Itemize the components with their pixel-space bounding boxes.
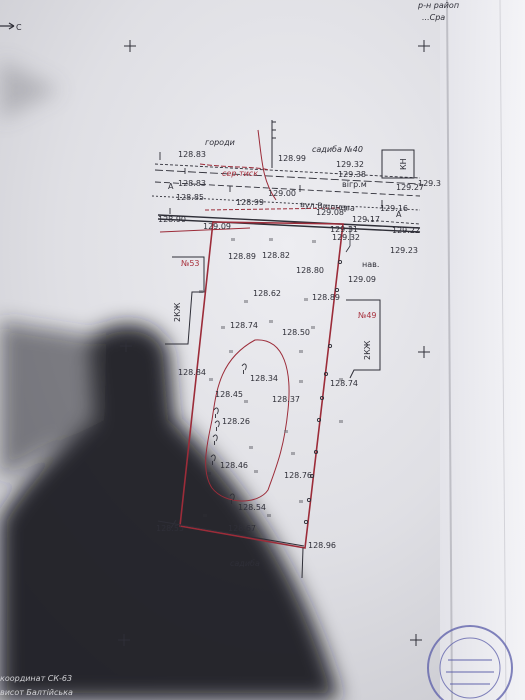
elevation: 129.31	[330, 225, 358, 234]
top-right-sub: ...Сра	[422, 13, 445, 22]
elevation: 129.3	[418, 179, 441, 188]
label-street: вул.Вишнева	[300, 200, 355, 213]
corner-arrow-icon	[0, 22, 15, 30]
elevation: 128.99	[278, 154, 306, 163]
elevation: 128.89	[228, 252, 256, 261]
elevation: 128.96	[308, 541, 336, 550]
footer-line1: координат СК-63	[0, 674, 72, 683]
footer-line2: висот Балтійська	[0, 688, 73, 697]
street-lines	[151, 120, 421, 233]
label-gardens: городи	[205, 138, 235, 147]
house-top-label: КН	[399, 158, 408, 170]
elevation: 128.45	[215, 390, 243, 399]
elevation: 129.17	[352, 215, 380, 224]
elevation: 128.26	[222, 417, 250, 426]
elevation: 128.74	[330, 379, 358, 388]
top-right-text: р-н райоп	[417, 1, 459, 10]
elevation: 129.32	[332, 233, 360, 242]
elevation: 129.23	[390, 246, 418, 255]
label-section-a-right: А	[396, 210, 402, 219]
parcel-vertex-markers	[303, 259, 343, 525]
street-right-detail	[345, 219, 421, 253]
elevation: 128.84	[178, 368, 206, 377]
elevation: 128.83	[178, 150, 206, 159]
elevation: 128.50	[282, 328, 310, 337]
elevation: 128.55	[156, 524, 184, 533]
label-plot-40: садиба №40	[312, 145, 363, 154]
elevation: 128.85	[176, 193, 204, 202]
parcel-boundary	[179, 221, 344, 549]
elevation: 128.62	[253, 289, 281, 298]
house-top: КН	[381, 149, 415, 179]
elevation: 129.27	[396, 183, 424, 192]
elevation: 128.54	[238, 503, 266, 512]
photographer-shadow	[0, 60, 340, 700]
elevation-points: 128.83 128.99 129.32 128.83 129.38 129.2…	[156, 150, 441, 550]
house-left-label: 2КЖ	[173, 302, 182, 322]
grass-ticks	[199, 238, 343, 517]
sleeve-strip	[440, 0, 525, 700]
elevation: 128.37	[272, 395, 300, 404]
elevation: 129.00	[268, 189, 296, 198]
elevation: 128.82	[262, 251, 290, 260]
elevation: 128.34	[250, 374, 278, 383]
tree-icons	[210, 363, 247, 504]
corner-letter: C	[16, 23, 22, 32]
elevation: 128.99	[236, 198, 264, 207]
elevation: 129.32	[336, 160, 364, 169]
sleeve-edge	[446, 0, 453, 700]
label-well: вігр.м	[342, 180, 367, 189]
elevation: 128.46	[220, 461, 248, 470]
elevation: 128.90	[158, 215, 186, 224]
elevation: 129.22	[392, 226, 420, 235]
elevation: 128.76	[284, 471, 312, 480]
elevation: 128.89	[312, 293, 340, 302]
elevation: 129.09	[348, 275, 376, 284]
bottom-lines	[157, 519, 305, 579]
lot-53-label: №53	[181, 259, 200, 268]
elevation: 128.80	[296, 266, 324, 275]
label-sidewalk: сер.тиск	[222, 169, 258, 178]
registration-marks	[118, 40, 430, 646]
house-right-label: 2КЖ	[363, 340, 372, 360]
lot-49: №49 2КЖ	[346, 299, 381, 379]
elevation: 129.09	[203, 222, 231, 231]
elevation: 129.08	[316, 208, 344, 217]
pond-outline	[205, 339, 290, 502]
lot-53: №53 2КЖ	[165, 256, 205, 345]
fence-ticks	[159, 152, 383, 214]
official-stamp	[427, 625, 513, 700]
elevation: 128.74	[230, 321, 258, 330]
elevation: 128.83	[178, 179, 206, 188]
label-garden-bottom: садиба	[230, 559, 260, 568]
elevation: 129.38	[338, 170, 366, 179]
lot-49-label: №49	[358, 311, 377, 320]
label-section-a-left: А	[168, 182, 174, 191]
elevation: 128.67	[228, 524, 256, 533]
elevation: 129.16	[380, 204, 408, 213]
label-canopy: нав.	[362, 260, 379, 269]
